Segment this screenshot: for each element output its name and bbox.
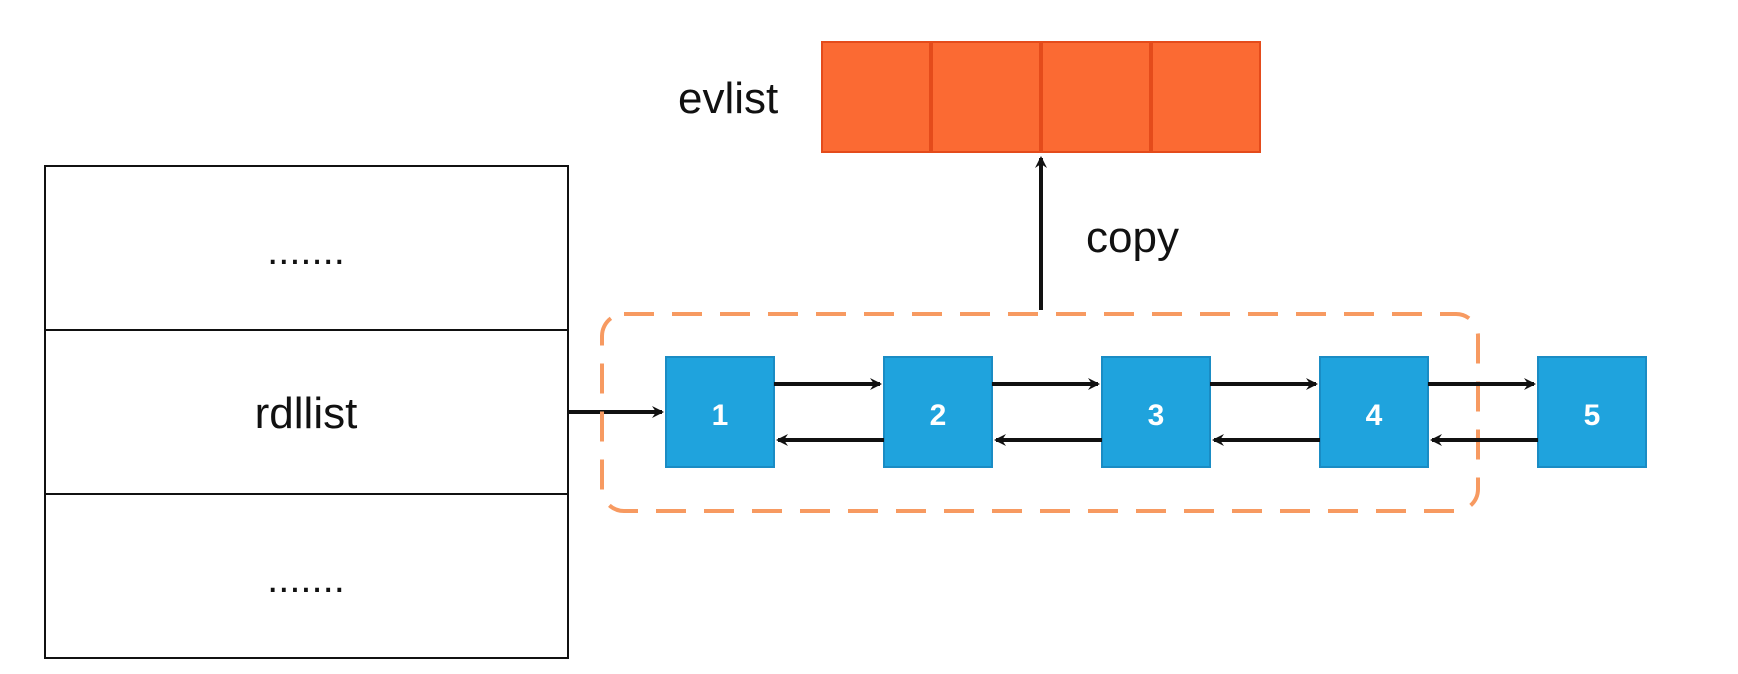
copy-label: copy [1086, 213, 1179, 262]
list-node-label: 3 [1148, 399, 1165, 432]
evlist-slot [1151, 41, 1261, 153]
evlist-slot [931, 41, 1041, 153]
list-node [1101, 356, 1211, 468]
table-row [44, 493, 569, 659]
rdllist-label: rdllist [255, 389, 358, 438]
table-row [44, 329, 569, 495]
evlist-array [821, 41, 1261, 153]
evlist-label: evlist [678, 74, 778, 123]
linked-list-nodes: 1 2 3 4 5 [665, 356, 1647, 468]
list-node [1319, 356, 1429, 468]
list-node-label: 5 [1584, 399, 1601, 432]
epoll-table: ....... rdllist ....... [44, 165, 569, 659]
list-node-label: 2 [930, 399, 947, 432]
list-node-label: 1 [712, 399, 729, 432]
list-node [665, 356, 775, 468]
ready-group-outline [600, 312, 1480, 513]
evlist-slot [1041, 41, 1151, 153]
table-row-text: ....... [267, 229, 345, 273]
list-node [883, 356, 993, 468]
list-node-label: 4 [1366, 399, 1383, 432]
table-row-text: ....... [267, 557, 345, 601]
evlist-slot [821, 41, 931, 153]
list-node [1537, 356, 1647, 468]
